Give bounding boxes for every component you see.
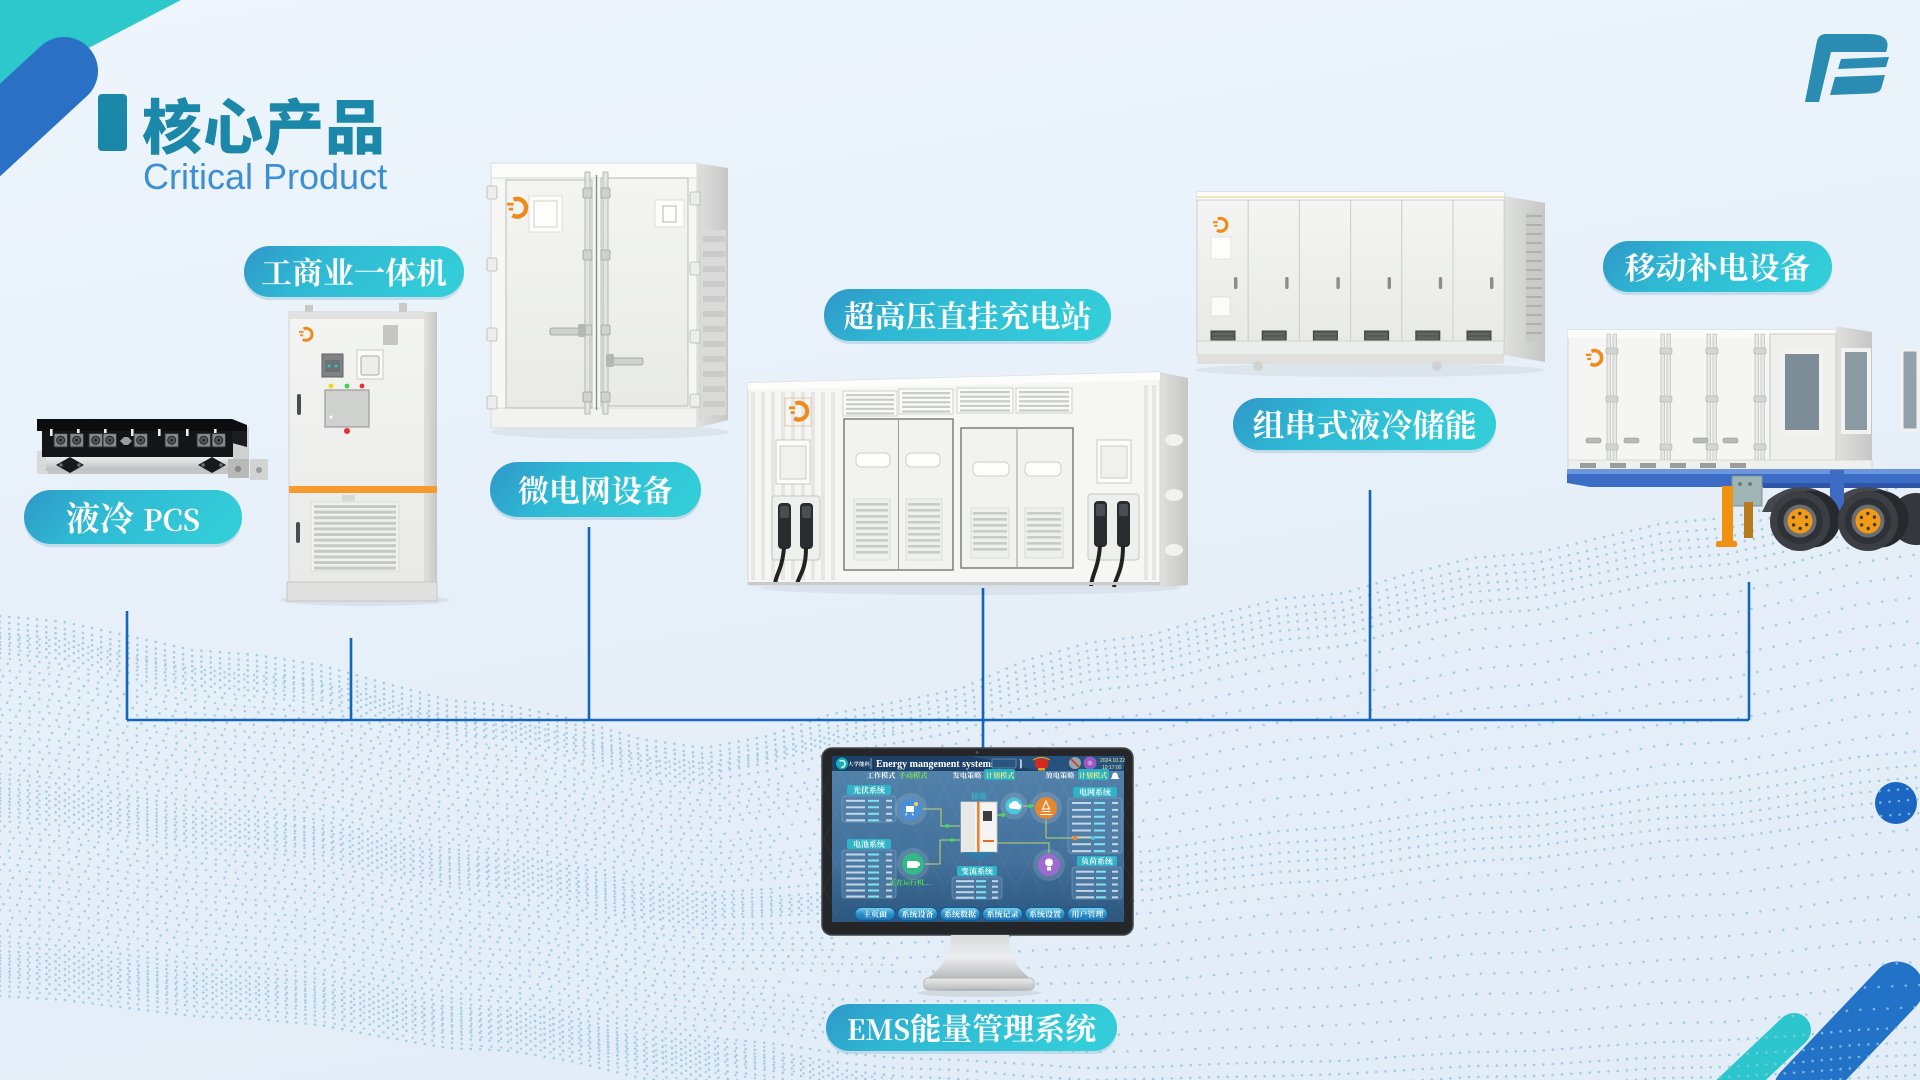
svg-text:]: ] [1019, 759, 1022, 770]
svg-text:2024.10.22: 2024.10.22 [1100, 758, 1125, 764]
svg-text:Critical Product: Critical Product [143, 156, 387, 197]
svg-text:10:17:00: 10:17:00 [1102, 765, 1122, 771]
svg-text:Energy mangement systems [: Energy mangement systems [ [876, 759, 1001, 770]
